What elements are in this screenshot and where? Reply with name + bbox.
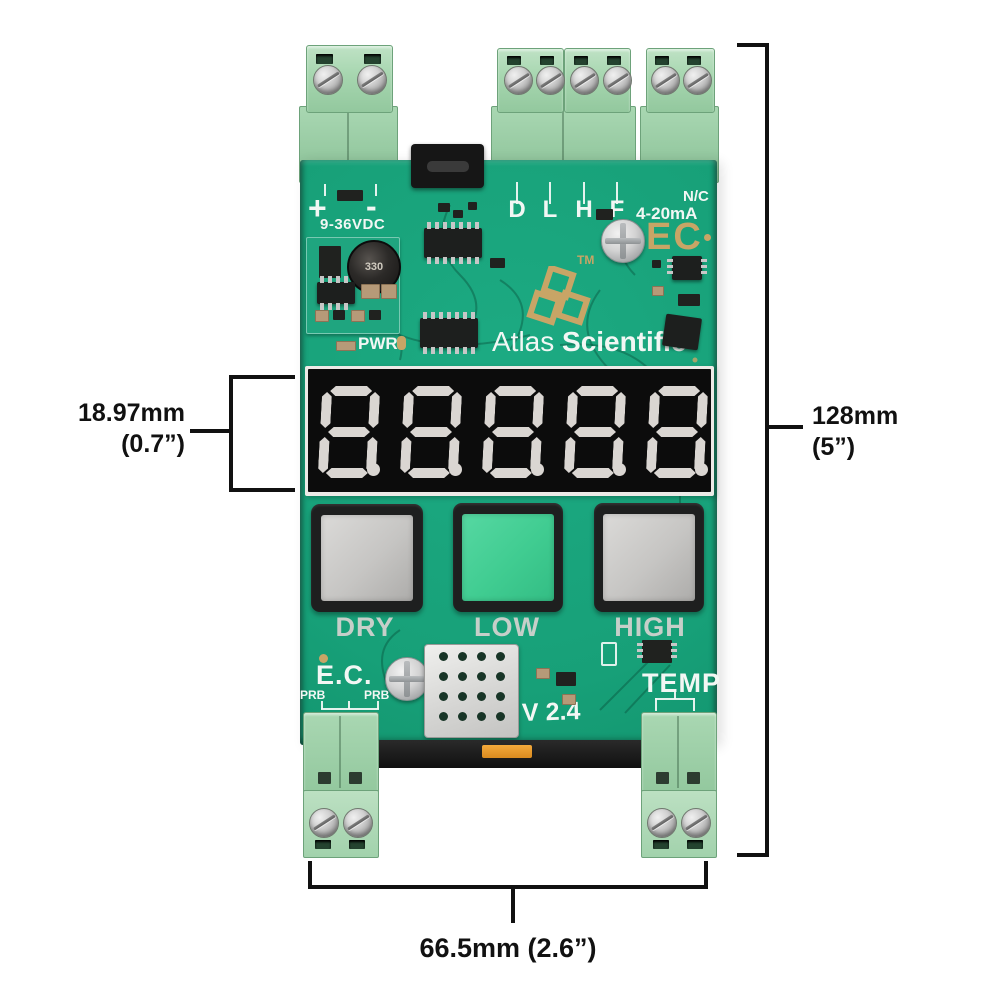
- screw-terminal: [536, 66, 565, 95]
- screw-terminal: [681, 808, 711, 838]
- screw-terminal: [313, 65, 343, 95]
- ic-soic16: [424, 222, 482, 264]
- push-button-high[interactable]: [594, 503, 704, 612]
- button-cap-lit: [462, 514, 554, 601]
- voltage-rating-label: 9-36VDC: [320, 216, 386, 233]
- dimension-bracket-line: [229, 375, 233, 492]
- din-rail-clip: [482, 745, 532, 758]
- gold-via: [704, 234, 711, 241]
- dimension-leader-line: [190, 429, 232, 433]
- philips-screw-icon: [601, 219, 645, 263]
- decimal-point: [695, 463, 708, 476]
- dimension-tick: [737, 43, 769, 47]
- minus-terminal-label: -: [366, 188, 377, 224]
- smd-component: [438, 203, 450, 212]
- ic-soic8: [667, 256, 707, 280]
- dimension-bracket-line: [308, 885, 708, 889]
- smd-component: [337, 190, 363, 201]
- smd-component: [562, 694, 576, 705]
- decimal-point: [449, 463, 462, 476]
- button-label-dry: DRY: [335, 612, 395, 642]
- decimal-point: [531, 463, 544, 476]
- ic-qfn: [661, 313, 703, 351]
- dimension-tick: [737, 853, 769, 857]
- atlas-scientific-logo-icon: [526, 266, 591, 326]
- screw-terminal: [683, 66, 712, 95]
- smd-component: [336, 341, 356, 351]
- button-label-low: LOW: [474, 612, 540, 642]
- dimension-label: 66.5mm (2.6”): [419, 933, 597, 963]
- smd-component: [490, 258, 505, 268]
- power-supply-module: 330: [306, 237, 401, 334]
- screw-terminal: [603, 66, 632, 95]
- smd-component: [453, 210, 463, 218]
- probe-pin-label: PRB: [364, 688, 390, 702]
- smd-component: [652, 286, 664, 296]
- dimension-tick: [229, 488, 295, 492]
- screw-terminal: [357, 65, 387, 95]
- temp-label: TEMP: [642, 668, 722, 698]
- smd-component: [601, 642, 617, 666]
- button-cap: [603, 514, 695, 601]
- dimension-tick: [704, 861, 708, 889]
- dimension-tick: [229, 375, 295, 379]
- seven-segment-display: [308, 369, 711, 492]
- push-button-dry[interactable]: [311, 504, 423, 612]
- philips-screw-icon: [385, 657, 429, 701]
- smd-component: [678, 294, 700, 306]
- decimal-point: [613, 463, 626, 476]
- power-led-label: PWR: [358, 334, 398, 353]
- ezo-shielded-module: [424, 644, 519, 738]
- button-cap: [321, 515, 413, 601]
- current-loop-label: 4-20mA: [636, 204, 698, 223]
- plus-terminal-label: +: [308, 190, 327, 226]
- power-led: [397, 336, 406, 350]
- micro-usb-connector: [411, 144, 484, 188]
- trademark-label: TM: [577, 253, 595, 267]
- probe-pin-label: PRB: [300, 688, 326, 702]
- screw-terminal: [504, 66, 533, 95]
- pin-label-d: D: [508, 196, 526, 223]
- smd-component: [596, 209, 613, 220]
- smd-component: [652, 260, 661, 268]
- probe-label: E.C.: [316, 660, 373, 690]
- decimal-point: [367, 463, 380, 476]
- pin-label-l: L: [542, 196, 558, 223]
- pin-label-f: F: [609, 196, 625, 223]
- ic-soic8: [637, 640, 677, 663]
- nc-label: N/C: [683, 188, 709, 205]
- push-button-low[interactable]: [453, 503, 563, 612]
- ic-soic16: [420, 312, 478, 354]
- button-label-high: HIGH: [614, 612, 686, 642]
- dimension-label: 128mm (5”): [812, 402, 899, 461]
- screw-terminal: [647, 808, 677, 838]
- product-code-label: EC: [646, 216, 703, 258]
- screw-terminal: [570, 66, 599, 95]
- screw-terminal: [651, 66, 680, 95]
- smd-component: [468, 202, 477, 210]
- screw-terminal: [343, 808, 373, 838]
- smd-component: [536, 668, 550, 679]
- pin-label-h: H: [575, 196, 593, 223]
- dimension-leader-line: [769, 425, 803, 429]
- pcb-board: + - 9-36VDC D L H F 4-20mA N/C EC 330: [300, 144, 720, 745]
- gold-via: [319, 654, 328, 663]
- dimension-tick: [308, 861, 312, 889]
- smd-component: [556, 672, 576, 686]
- dimension-leader-line: [511, 889, 515, 923]
- screw-terminal: [309, 808, 339, 838]
- dimension-bracket-line: [765, 43, 769, 857]
- dimension-label: 18.97mm (0.7”): [77, 399, 185, 458]
